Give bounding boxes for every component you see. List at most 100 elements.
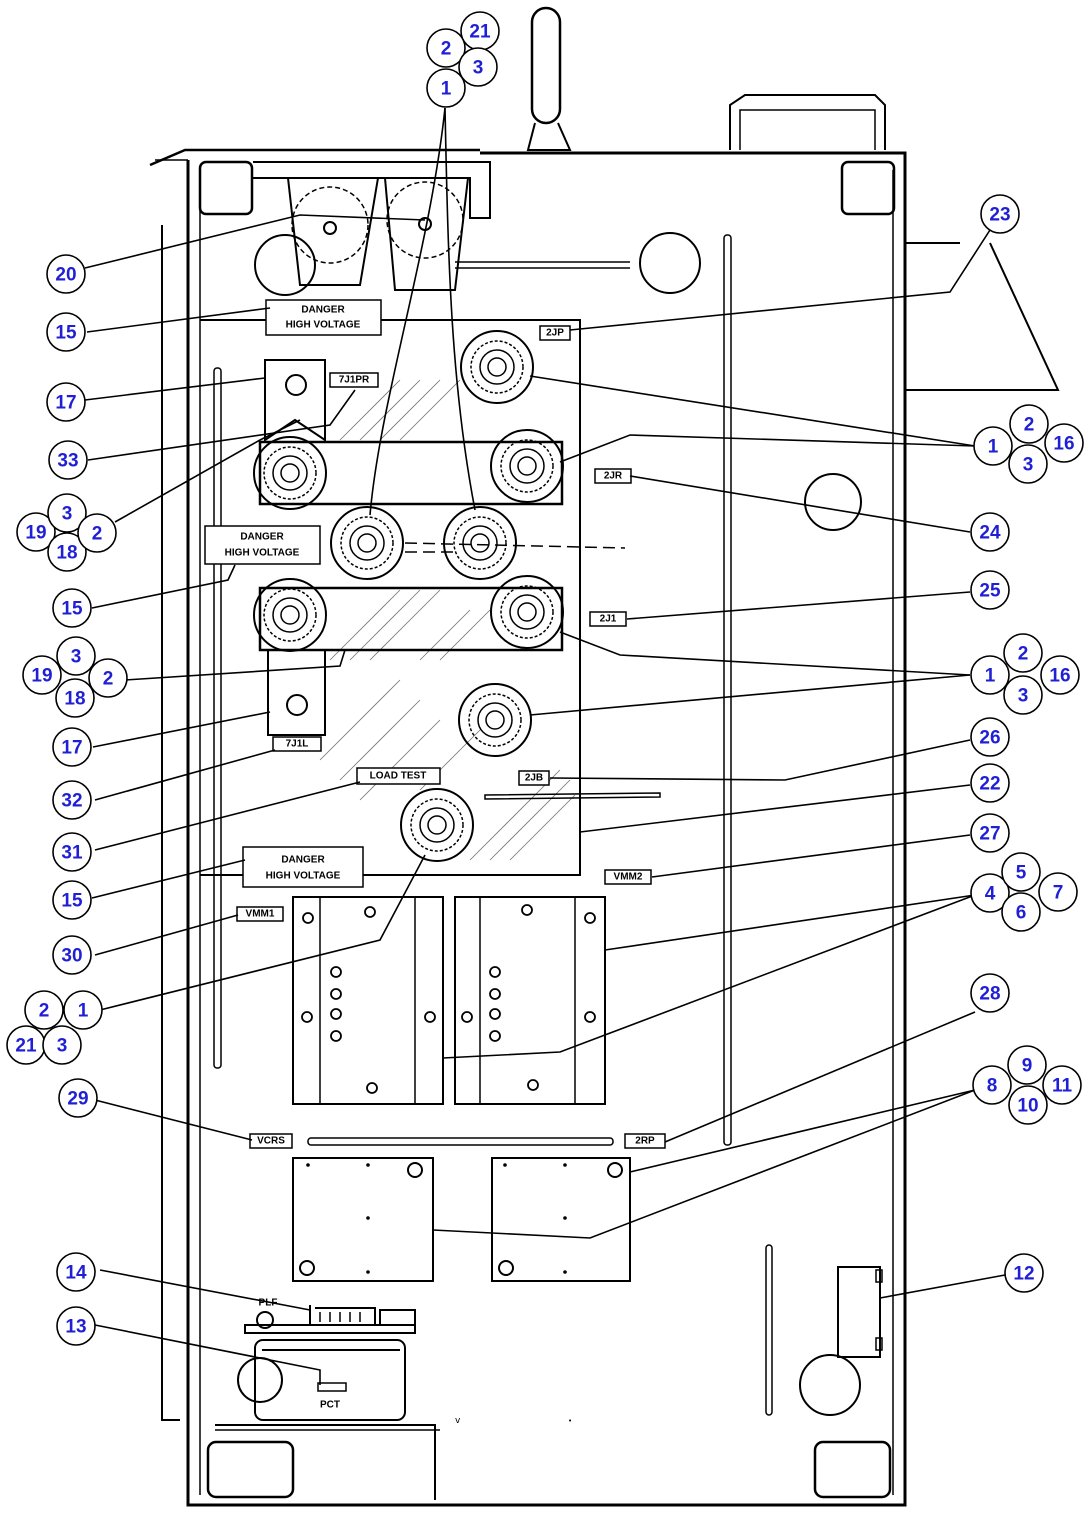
- callout-12: 12: [1004, 1253, 1044, 1293]
- board-screw: [302, 912, 314, 924]
- board-screw: [489, 1030, 501, 1042]
- board-screw: [489, 966, 501, 978]
- callout-11: 11: [1042, 1065, 1082, 1105]
- svg-text:19: 19: [31, 666, 52, 687]
- callout-16: 16: [1044, 423, 1084, 463]
- svg-text:2JR: 2JR: [604, 471, 623, 482]
- callout-2: 2: [77, 513, 117, 553]
- callout-17: 17: [46, 382, 86, 422]
- callout-3: 3: [56, 636, 96, 676]
- svg-text:22: 22: [979, 774, 1000, 795]
- svg-text:15: 15: [61, 891, 83, 912]
- board-screw: [461, 1011, 473, 1023]
- terminal-bushing: [443, 506, 517, 580]
- terminal-bushing: [330, 506, 404, 580]
- board-screw: [521, 904, 533, 916]
- tag-2j1: 2J1: [589, 611, 627, 627]
- board-screw: [301, 1011, 313, 1023]
- svg-text:18: 18: [56, 543, 77, 564]
- svg-text:3: 3: [62, 504, 73, 525]
- callout-32: 32: [52, 780, 92, 820]
- svg-text:1: 1: [78, 1001, 89, 1022]
- bottom-components: v •: [244, 1266, 883, 1426]
- callout-20: 20: [46, 254, 86, 294]
- tag-7j1l: 7J1L: [272, 736, 322, 752]
- callout-19: 19: [16, 512, 56, 552]
- small-tags: 2JP 7J1PR 2JR 2J1 7J1L 2JB VMM2 VMM1 VCR…: [236, 325, 666, 1149]
- danger-label-mid-line1: DANGER: [240, 532, 284, 543]
- svg-text:2: 2: [39, 1001, 50, 1022]
- danger-label-top: DANGER HIGH VOLTAGE: [265, 299, 382, 336]
- tag-2jb: 2JB: [518, 770, 550, 786]
- danger-label-mid: DANGER HIGH VOLTAGE: [204, 525, 321, 565]
- module-screw: [498, 1260, 514, 1276]
- svg-text:20: 20: [55, 265, 76, 286]
- terminal-bushing: [253, 578, 327, 652]
- tag-2jr: 2JR: [594, 468, 632, 484]
- callout-5: 5: [1001, 852, 1041, 892]
- svg-text:3: 3: [1018, 686, 1029, 707]
- svg-text:2JP: 2JP: [546, 328, 564, 339]
- svg-text:24: 24: [979, 523, 1001, 544]
- power-modules: [292, 1157, 631, 1282]
- tag-plf: PLF: [259, 1298, 278, 1309]
- callout-3: 3: [47, 493, 87, 533]
- callout-2: 2: [1009, 404, 1049, 444]
- leader-lines: [84, 107, 1006, 1385]
- svg-text:VMM2: VMM2: [614, 872, 643, 883]
- callout-31: 31: [52, 832, 92, 872]
- svg-text:1: 1: [988, 437, 999, 458]
- svg-text:2: 2: [1018, 644, 1029, 665]
- svg-text:VMM1: VMM1: [246, 909, 275, 920]
- callout-16: 16: [1040, 655, 1080, 695]
- svg-text:3: 3: [57, 1036, 68, 1057]
- svg-text:29: 29: [67, 1089, 88, 1110]
- callout-21: 21: [6, 1025, 46, 1065]
- board-screw: [527, 1079, 539, 1091]
- terminal-bushing: [458, 683, 532, 757]
- svg-text:23: 23: [989, 205, 1010, 226]
- svg-text:2: 2: [1024, 415, 1035, 436]
- module-pin: [366, 1163, 370, 1167]
- callout-7: 7: [1038, 872, 1078, 912]
- svg-text:2JB: 2JB: [525, 773, 543, 784]
- callout-21: 21: [460, 11, 500, 51]
- svg-text:16: 16: [1053, 434, 1074, 455]
- module-screw: [607, 1162, 623, 1178]
- svg-text:26: 26: [979, 728, 1000, 749]
- callout-1: 1: [970, 655, 1010, 695]
- callout-13: 13: [56, 1306, 96, 1346]
- callout-26: 26: [970, 717, 1010, 757]
- board-screw: [330, 1008, 342, 1020]
- board-screw: [330, 966, 342, 978]
- main-terminal-panel: [200, 319, 661, 876]
- svg-text:1: 1: [441, 79, 452, 100]
- danger-label-top-line2: HIGH VOLTAGE: [286, 320, 361, 331]
- svg-text:17: 17: [61, 738, 82, 759]
- terminal-bushing: [490, 429, 564, 503]
- vertical-rails: [213, 234, 773, 1416]
- load-test-text: LOAD TEST: [370, 771, 427, 782]
- cabinet-body: [149, 6, 1060, 1507]
- svg-text:9: 9: [1022, 1056, 1033, 1077]
- callout-1: 1: [973, 426, 1013, 466]
- callout-23: 23: [980, 194, 1020, 234]
- svg-text:11: 11: [1052, 1076, 1073, 1097]
- callout-28: 28: [970, 973, 1010, 1013]
- svg-text:28: 28: [979, 984, 1000, 1005]
- svg-text:21: 21: [15, 1036, 37, 1057]
- callout-4: 4: [970, 873, 1010, 913]
- relay-boards: [292, 896, 614, 1146]
- module-pin: [563, 1216, 567, 1220]
- module-pin: [563, 1163, 567, 1167]
- svg-text:33: 33: [57, 451, 78, 472]
- svg-text:2: 2: [103, 669, 114, 690]
- svg-text:10: 10: [1017, 1096, 1038, 1117]
- module-screw: [407, 1162, 423, 1178]
- svg-text:v: v: [455, 1416, 461, 1426]
- board-screw: [489, 988, 501, 1000]
- callout-14: 14: [56, 1252, 96, 1292]
- top-bushing-assembly: [253, 161, 701, 296]
- callout-8: 8: [972, 1065, 1012, 1105]
